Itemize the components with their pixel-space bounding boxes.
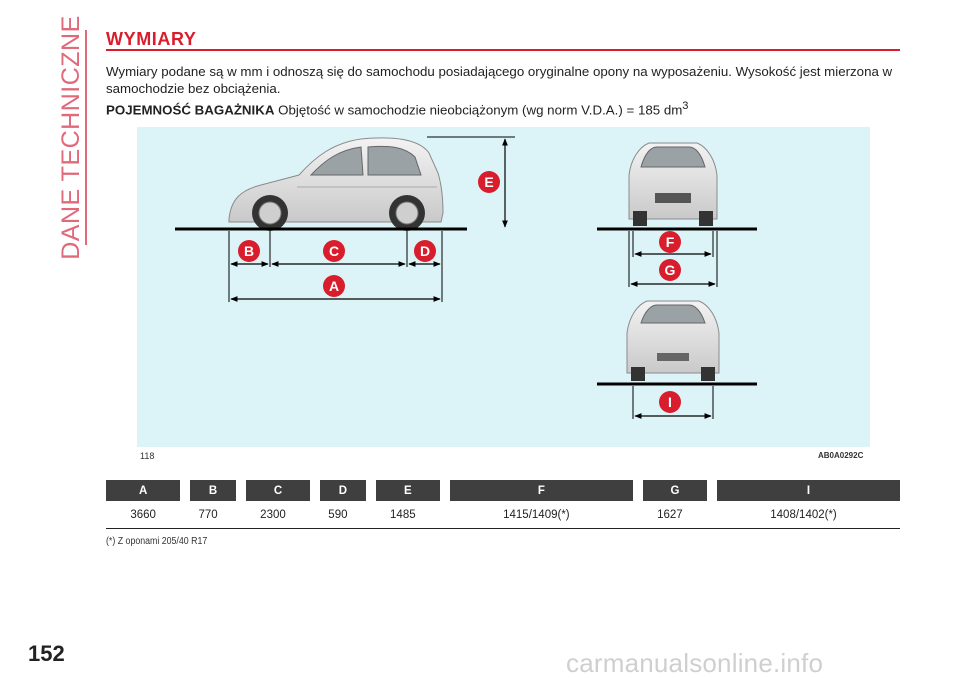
trunk-capacity-text: Objętość w samochodzie nieobciążonym (wg… <box>278 102 683 118</box>
svg-text:E: E <box>484 174 493 190</box>
table-header-cell: F <box>439 480 633 501</box>
svg-text:B: B <box>244 243 254 259</box>
table-cell: 1415/1409(*) <box>439 501 633 529</box>
svg-text:I: I <box>668 394 672 410</box>
svg-text:F: F <box>666 234 675 250</box>
table-cell: 2300 <box>235 501 311 529</box>
section-side-label: DANE TECHNICZNE <box>56 15 86 260</box>
table-header-cell: A <box>106 480 181 501</box>
table-header-cell: D <box>310 480 366 501</box>
trunk-capacity-superscript: 3 <box>682 100 689 112</box>
svg-text:G: G <box>665 262 676 278</box>
table-cell: 590 <box>310 501 366 529</box>
dimensions-figure: A B C D E F G I <box>137 127 870 447</box>
marker-g: G <box>659 259 681 281</box>
figure-number: 118 <box>140 451 155 461</box>
table-header-cell: G <box>632 480 708 501</box>
table-cell: 1408/1402(*) <box>707 501 900 529</box>
car-side-view <box>228 137 444 231</box>
watermark: carmanualsonline.info <box>566 648 824 678</box>
table-header-cell: C <box>235 480 311 501</box>
trunk-capacity-label: POJEMNOŚĆ BAGAŻNIKA <box>106 102 275 118</box>
intro-paragraph: Wymiary podane są w mm i odnoszą się do … <box>106 64 893 96</box>
table-header-cell: E <box>365 480 440 501</box>
table-cell: 770 <box>180 501 236 529</box>
svg-text:D: D <box>420 243 430 259</box>
section-title: DANE TECHNICZNE <box>56 15 85 260</box>
dimensions-table: A B C D E F G I 3660 770 2300 590 1485 1… <box>106 480 900 529</box>
marker-c: C <box>323 240 345 262</box>
table-header-cell: B <box>180 480 236 501</box>
table-header-row: A B C D E F G I <box>106 480 900 501</box>
marker-b: B <box>238 240 260 262</box>
marker-i: I <box>659 391 681 413</box>
dimensions-diagram: A B C D E F G I <box>175 136 757 419</box>
marker-a: A <box>323 275 345 297</box>
table-cell: 1485 <box>365 501 440 529</box>
page-number: 152 <box>28 641 65 666</box>
table-header-cell: I <box>707 480 900 501</box>
heading-rule <box>106 49 900 51</box>
marker-e: E <box>478 171 500 193</box>
table-cell: 3660 <box>106 501 181 529</box>
table-row: 3660 770 2300 590 1485 1415/1409(*) 1627… <box>106 501 900 529</box>
svg-text:C: C <box>329 243 339 259</box>
section-divider <box>85 30 87 245</box>
table-footnote: (*) Z oponami 205/40 R17 <box>106 536 208 547</box>
marker-f: F <box>659 231 681 253</box>
car-front-view <box>628 142 718 226</box>
marker-d: D <box>414 240 436 262</box>
table-cell: 1627 <box>632 501 708 529</box>
page-heading: WYMIARY <box>106 29 197 49</box>
svg-text:A: A <box>329 278 339 294</box>
figure-code: AB0A0292C <box>818 451 864 460</box>
trunk-capacity-line: POJEMNOŚĆ BAGAŻNIKA Objętość w samochodz… <box>106 98 688 118</box>
car-rear-view <box>626 300 720 381</box>
